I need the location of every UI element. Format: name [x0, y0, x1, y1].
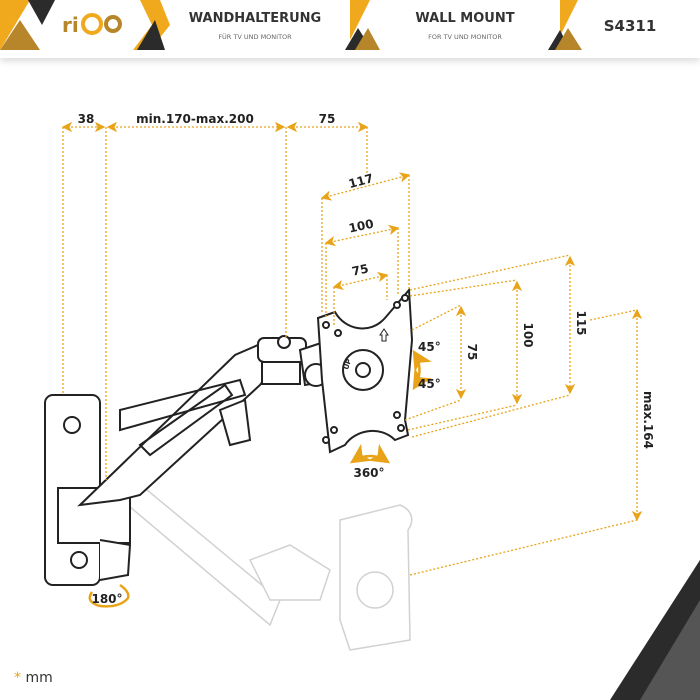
- wall-plate: [44, 394, 132, 586]
- dim-wall-depth: 38: [78, 112, 95, 126]
- vesa-plate: UP: [316, 287, 414, 454]
- rotation-arrows: [88, 349, 432, 608]
- dim-vesa-width-117: 117: [347, 171, 375, 191]
- title-de: WANDHALTERUNG: [188, 11, 322, 26]
- arm: [77, 335, 337, 507]
- corner-decor-inner: [640, 600, 700, 700]
- dim-vesa-width-100: 100: [347, 217, 374, 236]
- header-banner: ri WANDHALTERUNG FÜR TV UND MONITOR WALL…: [0, 0, 700, 58]
- svg-text:ri: ri: [62, 13, 79, 37]
- dim-arm-extension: min.170-max.200: [136, 112, 254, 126]
- subtitle-en: FOR TV UND MONITOR: [428, 33, 502, 41]
- dim-vesa-height-75: 75: [465, 344, 479, 361]
- ricoo-logo: ri: [62, 13, 122, 37]
- unit-footnote: * mm: [14, 670, 53, 686]
- tilt-down-label: 45°: [418, 377, 441, 391]
- model-number: S4311: [603, 17, 657, 35]
- dim-vesa-width-75: 75: [351, 262, 370, 279]
- ghost-lowered-arm: [108, 479, 413, 651]
- dim-height-travel: max.164: [641, 391, 655, 449]
- rotate-label: 360°: [353, 466, 384, 480]
- dim-vesa-height-115: 115: [574, 310, 588, 335]
- dim-vesa-height-100: 100: [521, 322, 535, 347]
- dim-head-offset: 75: [319, 112, 336, 126]
- swivel-label: 180°: [91, 592, 122, 606]
- footnote-unit: mm: [25, 670, 53, 686]
- title-en: WALL MOUNT: [415, 11, 515, 26]
- dimension-lines: [61, 121, 643, 576]
- tilt-up-label: 45°: [418, 340, 441, 354]
- header-decor: ri: [0, 0, 582, 50]
- subtitle-de: FÜR TV UND MONITOR: [218, 33, 292, 41]
- footnote-star: *: [14, 670, 21, 686]
- up-label: UP: [342, 358, 353, 371]
